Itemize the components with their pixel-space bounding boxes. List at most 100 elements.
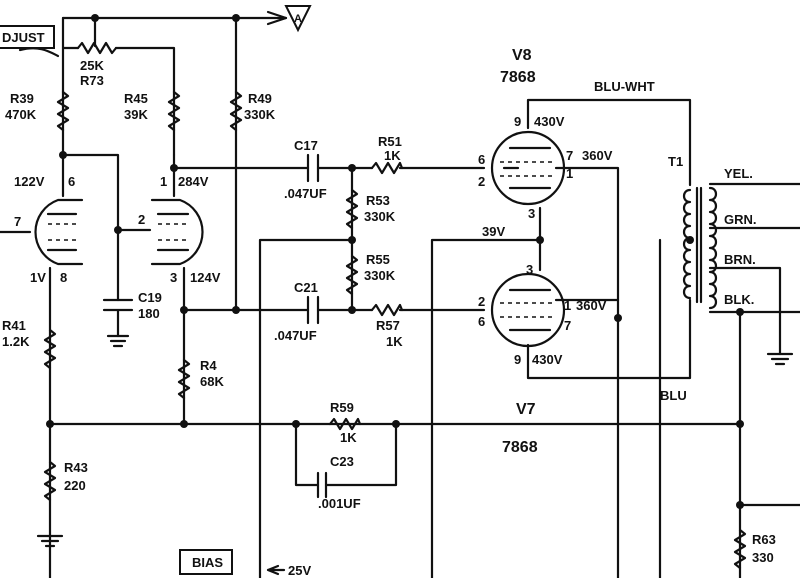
t1-primary-bottom: BLU [660, 388, 687, 403]
labels: 25K R73 R39 470K R45 39K R49 330K C17 .0… [2, 47, 776, 578]
right-tube-pin1-voltage: 284V [178, 174, 209, 189]
c23-symbol [316, 471, 328, 499]
grounds [36, 334, 794, 548]
r4-value: 68K [200, 374, 224, 389]
t1-primary-top: BLU-WHT [594, 79, 655, 94]
r41-symbol [43, 328, 57, 370]
capacitors [102, 153, 328, 499]
r51-symbol [370, 161, 404, 175]
v8-pin3: 3 [528, 206, 535, 221]
v8-pin7: 7 [566, 148, 573, 163]
r57-value: 1K [386, 334, 403, 349]
r39-ref: R39 [10, 91, 34, 106]
c21-symbol [306, 295, 320, 325]
r73-ref: R73 [80, 73, 104, 88]
r39-symbol [56, 90, 70, 132]
r49-symbol [229, 90, 243, 132]
c23-ref: C23 [330, 454, 354, 469]
r73-symbol [76, 41, 118, 55]
c17-symbol [306, 153, 320, 183]
c21-ref: C21 [294, 280, 318, 295]
svg-text:A: A [294, 13, 302, 25]
tube-left [0, 198, 84, 266]
r43-ref: R43 [64, 460, 88, 475]
right-tube-pin2: 2 [138, 212, 145, 227]
v7-pin2: 2 [478, 294, 485, 309]
r43-value: 220 [64, 478, 86, 493]
r73-value: 25K [80, 58, 104, 73]
r53-value: 330K [364, 209, 396, 224]
ground-icon [36, 534, 64, 548]
t1-tap-brn: BRN. [724, 252, 756, 267]
adjust-tag: DJUST [0, 25, 55, 49]
right-tube-pin1: 1 [160, 174, 167, 189]
transformer-t1 [682, 186, 718, 310]
r49-ref: R49 [248, 91, 272, 106]
right-tube-pin3-voltage: 124V [190, 270, 221, 285]
r45-ref: R45 [124, 91, 148, 106]
v7-pin6: 6 [478, 314, 485, 329]
tube-right [116, 198, 204, 266]
v7-pin1-voltage: 360V [576, 298, 607, 313]
r53-ref: R53 [366, 193, 390, 208]
ground-icon [766, 352, 794, 366]
resistors [43, 41, 747, 570]
t1-ref: T1 [668, 154, 683, 169]
v7-pin3: 3 [526, 262, 533, 277]
v8-pin1: 1 [566, 166, 573, 181]
v8-pin7-voltage: 360V [582, 148, 613, 163]
r63-ref: R63 [752, 532, 776, 547]
r4-symbol [177, 358, 191, 400]
c21-value: .047UF [274, 328, 317, 343]
v8-pin9: 9 [514, 114, 521, 129]
r41-value: 1.2K [2, 334, 30, 349]
v8-pin2: 2 [478, 174, 485, 189]
v8-cathode-voltage: 39V [482, 224, 505, 239]
adjust-arrow [18, 47, 60, 58]
r57-ref: R57 [376, 318, 400, 333]
r59-symbol [328, 417, 362, 431]
supply-voltage: 25V [288, 563, 311, 578]
r59-ref: R59 [330, 400, 354, 415]
r55-ref: R55 [366, 252, 390, 267]
v8-pin6: 6 [478, 152, 485, 167]
r4-ref: R4 [200, 358, 217, 373]
v7-type: 7868 [502, 439, 538, 456]
svg-text:BIAS: BIAS [192, 555, 223, 570]
tube-v7 [490, 272, 566, 348]
left-tube-pin6: 6 [68, 174, 75, 189]
left-tube-pin8: 8 [60, 270, 67, 285]
v7-pin7: 7 [564, 318, 571, 333]
supply-arrow-icon [266, 564, 286, 576]
v7-name: V7 [516, 401, 536, 418]
r63-value: 330 [752, 550, 774, 565]
r51-ref: R51 [378, 134, 402, 149]
r43-symbol [43, 460, 57, 502]
t1-tap-blk: BLK. [724, 292, 754, 307]
r41-ref: R41 [2, 318, 26, 333]
v7-pin9: 9 [514, 352, 521, 367]
r59-value: 1K [340, 430, 357, 445]
v8-type: 7868 [500, 69, 536, 86]
junction-dots [46, 14, 744, 509]
left-tube-pin6-voltage: 122V [14, 174, 45, 189]
r39-value: 470K [5, 107, 37, 122]
c19-value: 180 [138, 306, 160, 321]
ground-icon [106, 334, 130, 348]
r63-symbol [733, 528, 747, 570]
right-tube-pin3: 3 [170, 270, 177, 285]
t1-tap-grn: GRN. [724, 212, 757, 227]
c17-ref: C17 [294, 138, 318, 153]
r55-symbol [345, 254, 359, 296]
c19-ref: C19 [138, 290, 162, 305]
svg-text:DJUST: DJUST [2, 30, 45, 45]
c23-value: .001UF [318, 496, 361, 511]
r57-symbol [370, 303, 404, 317]
v7-pin9-voltage: 430V [532, 352, 563, 367]
offpage-connector-a: A [266, 5, 312, 33]
left-tube-pin1-voltage: 1V [30, 270, 46, 285]
left-tube-pin7: 7 [14, 214, 21, 229]
r51-value: 1K [384, 148, 401, 163]
v8-pin9-voltage: 430V [534, 114, 565, 129]
